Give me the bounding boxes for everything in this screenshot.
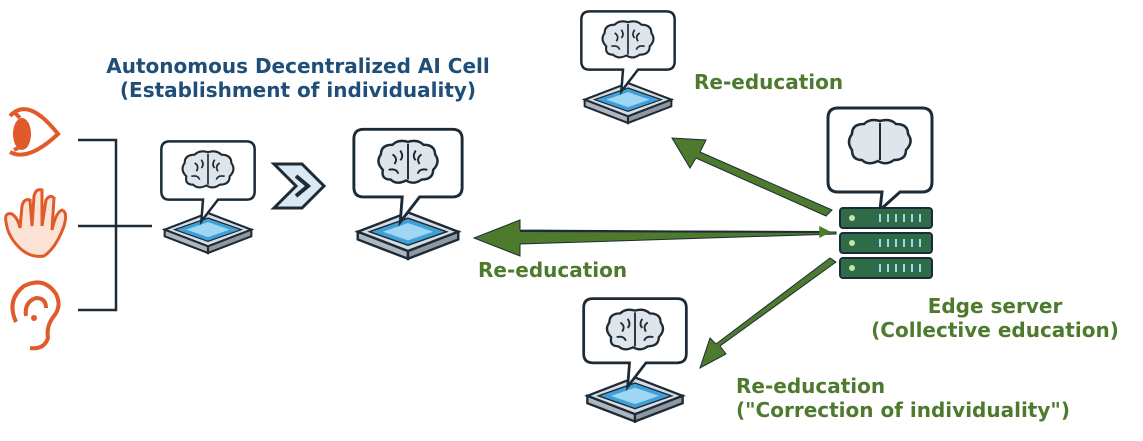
cell-title-line1: Autonomous Decentralized AI Cell [106, 54, 490, 78]
cell-title: Autonomous Decentralized AI Cell (Establ… [88, 54, 508, 102]
edge-server-subtitle: (Collective education) [871, 318, 1119, 342]
ear-icon [10, 280, 61, 351]
ai-cell-top [579, 9, 677, 125]
reeducation-mid-label: Re-education [478, 258, 628, 282]
eye-icon [8, 107, 61, 157]
reeducation-top-label: Re-education [694, 70, 844, 94]
arrow-to-top-cell [671, 137, 833, 217]
double-chevron-icon [270, 162, 327, 210]
hand-icon [4, 188, 68, 258]
edge-server-title: Edge server [927, 294, 1063, 318]
ai-cell-initial [159, 139, 257, 255]
server-rack-icon [826, 106, 934, 279]
correction-label: ("Correction of individuality") [736, 398, 1070, 422]
arrow-bidirectional [472, 219, 837, 257]
edge-server-label: Edge server (Collective education) [850, 294, 1140, 342]
cell-title-line2: (Establishment of individuality) [119, 78, 477, 102]
ai-cell-bottom [582, 297, 688, 424]
reeducation-bottom-label: Re-education ("Correction of individuali… [736, 374, 1070, 422]
arrow-to-bottom-cell [699, 257, 837, 370]
sensor-bracket [78, 138, 152, 312]
ai-cell-individual [352, 127, 464, 261]
reeducation-bottom-title: Re-education [736, 374, 886, 398]
